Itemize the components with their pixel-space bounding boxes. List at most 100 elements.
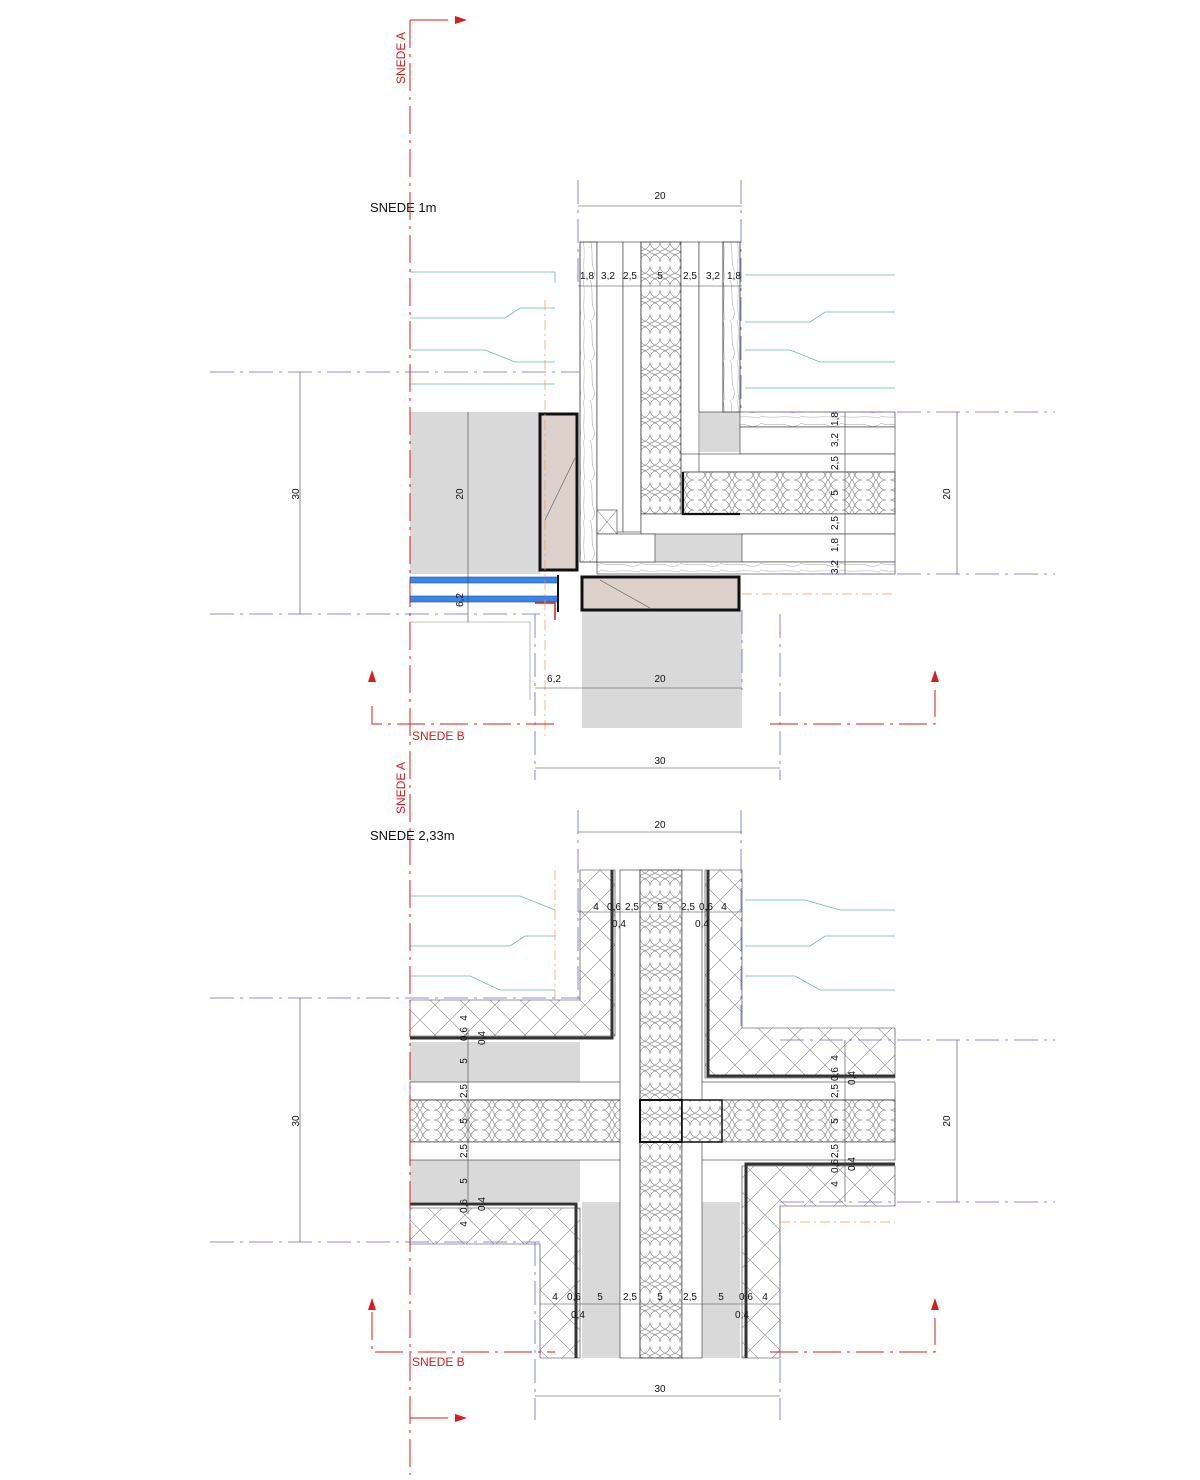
svg-text:0,6: 0,6 [459,1027,470,1041]
svg-text:2,5: 2,5 [459,1144,470,1158]
hatch-bottom-right [741,1165,896,1359]
crossing-insulation-block [639,1099,683,1143]
svg-text:2,5: 2,5 [683,271,697,282]
svg-text:2,5: 2,5 [623,271,637,282]
timber-layer-bottom [741,533,896,563]
dim-left-layers-bottom: 4 0,6 5 2,5 5 2,5 5 0,6 4 0,4 0,4 [459,1015,488,1227]
dim-slab-top: 20 [455,488,466,500]
arrow-up-icon [931,1298,939,1310]
svg-text:2,5: 2,5 [623,1292,637,1303]
sheathing-left [622,241,642,533]
svg-text:0,6: 0,6 [699,902,713,913]
insulation-vertical [640,241,682,515]
concrete-wall-left [410,412,540,574]
orange-axis-line-2 [554,870,895,1223]
dim-wall-width-bottom: 20 [654,820,666,831]
section-cut-lines [371,19,936,1475]
svg-text:0,4: 0,4 [477,1197,488,1211]
timber-cladding-top [739,411,896,428]
dimension-lines-top [299,205,958,769]
timber-cladding-bottom [596,561,896,575]
svg-text:5: 5 [459,1178,470,1184]
svg-text:5: 5 [657,902,663,913]
section-title-1m: SNEDE 1m [370,200,436,215]
cut-label-b-bottom: SNEDE B [412,1355,465,1369]
svg-text:0,6: 0,6 [607,902,621,913]
svg-text:0,6: 0,6 [830,1159,841,1173]
svg-text:4: 4 [830,1055,841,1061]
dim-overall-top: 30 [654,756,666,767]
svg-text:4: 4 [830,1181,841,1187]
dim-frame-top: 6,2 [455,593,466,607]
dim-right-layers-top: 1,8 3,2 2,5 5 2,5 1,8 3,2 [830,412,841,574]
section-arrows [368,16,939,1422]
svg-text:5: 5 [459,1118,470,1124]
cut-label-a-top: SNEDE A [394,32,408,84]
concrete-patch [700,412,742,452]
dim-lower-wall-top: 20 [654,674,666,685]
svg-text:2,5: 2,5 [459,1084,470,1098]
dim-layers-top: 1,8 3,2 2,5 5 2,5 3,2 1,8 [580,271,741,282]
dim-top-layers-bottom: 4 0,6 2,5 5 2,5 0,6 4 0,4 0,4 [593,902,727,930]
insulation-horizontal [682,471,896,515]
svg-text:0,6: 0,6 [567,1292,581,1303]
arrow-up-icon [931,670,939,682]
svg-text:0,6: 0,6 [739,1292,753,1303]
svg-text:0,6: 0,6 [459,1199,470,1213]
svg-text:1,8: 1,8 [830,412,841,426]
svg-text:1,8: 1,8 [727,271,741,282]
svg-text:0,4: 0,4 [847,1157,858,1171]
svg-text:0,4: 0,4 [571,1310,585,1321]
orange-axis-line [544,300,895,740]
concrete-patch-2 [655,534,742,564]
terrain-lines-right-2 [745,899,895,991]
dim-left-height-top: 30 [291,488,302,500]
dim-right-height-bottom: 20 [942,1115,953,1127]
timber-layer-top [739,426,896,455]
dim-frame-bottom-top: 6,2 [547,674,561,685]
cut-label-b-top: SNEDE B [412,729,465,743]
svg-text:0,4: 0,4 [612,919,626,930]
svg-text:4: 4 [593,902,599,913]
concrete-bottom-left [582,1202,622,1358]
svg-text:4: 4 [762,1292,768,1303]
svg-text:5: 5 [657,271,663,282]
svg-text:0,4: 0,4 [477,1031,488,1045]
axis-lines-bottom [210,810,1055,1420]
section-1m: SNEDE 1m 20 1,8 3,2 2,5 5 2,5 3,2 1,8 30… [210,180,1055,780]
svg-text:0,4: 0,4 [695,919,709,930]
concrete-left-upper [410,1042,580,1082]
concrete-wall-bottom [582,610,742,728]
svg-text:4: 4 [459,1221,470,1227]
timber-beam [580,575,741,612]
svg-text:3,2: 3,2 [830,560,841,574]
svg-text:3,2: 3,2 [706,271,720,282]
sheathing-top-h [698,453,896,473]
svg-text:0,6: 0,6 [830,1067,841,1081]
hatch-top-right [704,869,896,1079]
window-glazing [409,575,559,700]
arrow-up-icon [368,670,376,682]
concrete-bottom-right [700,1202,740,1358]
svg-text:2,5: 2,5 [830,516,841,530]
svg-text:4: 4 [552,1292,558,1303]
small-block-2 [596,533,656,563]
timber-layer-right [698,241,724,413]
svg-text:3,2: 3,2 [601,271,615,282]
arrow-right-icon [455,1414,467,1422]
timber-layer-left [596,241,624,533]
svg-text:5: 5 [459,1058,470,1064]
svg-text:1,8: 1,8 [580,271,594,282]
cut-label-a-bottom: SNEDE A [394,762,408,814]
svg-text:5: 5 [718,1292,724,1303]
arrow-right-icon [455,16,467,24]
hatch-top-left [409,869,616,1037]
svg-text:3,2: 3,2 [830,433,841,447]
svg-text:2,5: 2,5 [681,902,695,913]
terrain-lines-left [410,271,556,385]
hatch-bottom-left [409,1207,581,1359]
heavy-outline-insulation [681,472,740,516]
sheathing-bottom-h [640,513,896,535]
svg-text:4: 4 [459,1015,470,1021]
